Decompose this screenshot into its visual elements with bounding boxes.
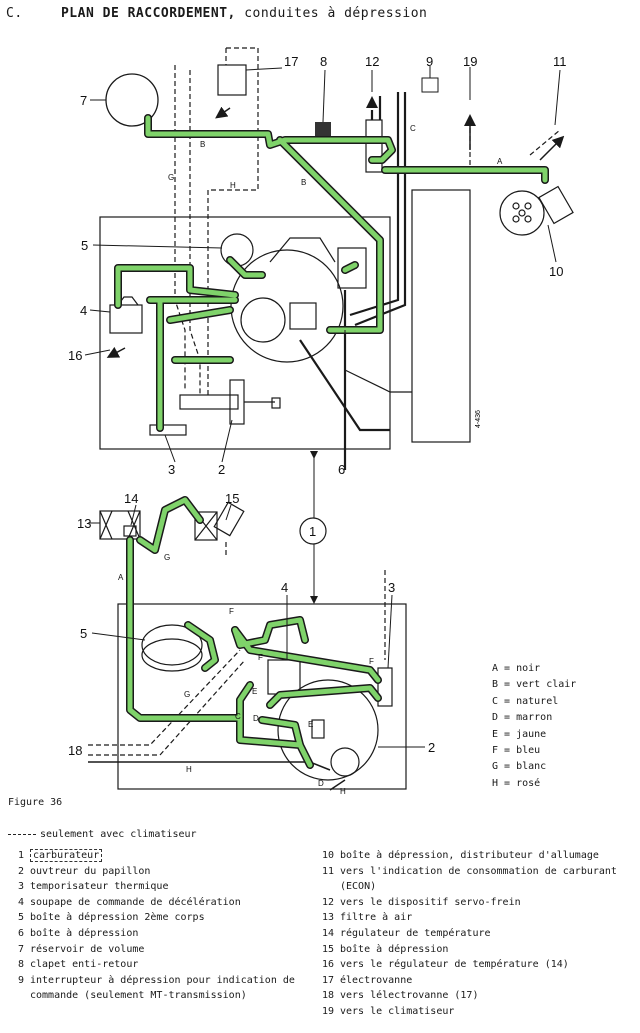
- legend-row: B = vert clair: [492, 679, 577, 691]
- callout-3-bottom: 3: [388, 580, 395, 595]
- svg-text:F: F: [369, 657, 374, 666]
- page-title: C. PLAN DE RACCORDEMENT, conduites à dép…: [6, 6, 427, 21]
- callout-11: 11: [553, 54, 567, 69]
- callout-7: 7: [80, 93, 87, 108]
- svg-text:G: G: [184, 690, 190, 699]
- legend-row: D = marron: [492, 712, 553, 724]
- callout-4: 4: [80, 303, 87, 318]
- leader-lines-bottom: [88, 504, 425, 748]
- callout-9: 9: [426, 54, 433, 69]
- svg-text:F: F: [258, 653, 263, 662]
- callout-6: 6: [338, 462, 345, 477]
- callout-5-bottom: 5: [80, 626, 87, 641]
- title-main: PLAN DE RACCORDEMENT,: [60, 6, 236, 21]
- legend-row: C = naturel: [492, 695, 559, 707]
- callout-10: 10: [549, 264, 563, 279]
- flow-arrows-top: [106, 96, 565, 358]
- callout-3: 3: [168, 462, 175, 477]
- hose-color-legend: A = noir B = vert clair C = naturel D = …: [492, 661, 576, 792]
- hose-lines-green-bottom: [126, 496, 382, 769]
- section-letter: C.: [6, 6, 23, 21]
- callout-18: 18: [68, 743, 82, 758]
- dashed-ac-lines-bottom: [88, 540, 386, 756]
- callout-14: 14: [124, 491, 138, 506]
- callout-15: 15: [225, 491, 239, 506]
- callout-2: 2: [218, 462, 225, 477]
- callout-4-bottom: 4: [281, 580, 288, 595]
- svg-text:G: G: [168, 173, 174, 182]
- engine-outline-bottom: [99, 501, 407, 790]
- svg-text:G: G: [164, 553, 170, 562]
- legend-row: G = blanc: [492, 761, 547, 773]
- svg-text:B: B: [200, 140, 205, 149]
- title-sub: conduites à dépression: [244, 6, 428, 21]
- hose-letters-top: B B C A G H: [168, 124, 503, 190]
- callout-5: 5: [81, 238, 88, 253]
- vacuum-diagram: 7 5 4 16 17 8 12 9 19 11 10 3 2 6 B B C …: [68, 47, 574, 796]
- svg-text:B: B: [301, 178, 306, 187]
- callout-13: 13: [77, 516, 91, 531]
- svg-text:D: D: [318, 779, 324, 788]
- hose-letters-bottom: A G F F F E E G C D H D H: [118, 553, 374, 796]
- callout-1: 1: [309, 524, 316, 539]
- callout-19: 19: [463, 54, 477, 69]
- figure-label: Figure 36: [8, 797, 63, 808]
- svg-text:H: H: [186, 765, 192, 774]
- svg-text:A: A: [497, 157, 503, 166]
- dashed-note: seulement avec climatiseur: [8, 829, 197, 840]
- callout-17: 17: [284, 54, 298, 69]
- svg-text:H: H: [340, 787, 346, 796]
- svg-text:C: C: [235, 712, 241, 721]
- hose-fill-green-top: [115, 115, 548, 431]
- callout-1-connector: 1: [299, 451, 327, 604]
- callout-8: 8: [320, 54, 327, 69]
- callouts-top: 7 5 4 16 17 8 12 9 19 11 10 3 2 6: [68, 54, 567, 477]
- vacuum-switch-9: [421, 77, 439, 93]
- callout-12: 12: [365, 54, 379, 69]
- svg-text:E: E: [252, 687, 257, 696]
- legend-row: E = jaune: [492, 728, 547, 740]
- svg-text:H: H: [230, 181, 236, 190]
- legend-row: H = rosé: [492, 777, 541, 789]
- distributor-10: [499, 185, 574, 236]
- hose-fill-green-bottom: [127, 497, 381, 768]
- svg-text:F: F: [229, 607, 234, 616]
- svg-text:A: A: [118, 573, 124, 582]
- svg-text:D: D: [253, 714, 259, 723]
- callouts-bottom: 13 14 15 5 4 3 2 18: [68, 491, 435, 758]
- callout-2-bottom: 2: [428, 740, 435, 755]
- engine-outline: [99, 64, 471, 450]
- svg-text:C: C: [410, 124, 416, 133]
- callout-16: 16: [68, 348, 82, 363]
- legend-row: F = bleu: [492, 745, 541, 757]
- watermark-code: 4-436: [475, 410, 482, 428]
- svg-text:E: E: [308, 720, 313, 729]
- dashed-line-sample: [8, 833, 36, 835]
- legend-row: A = noir: [492, 663, 541, 674]
